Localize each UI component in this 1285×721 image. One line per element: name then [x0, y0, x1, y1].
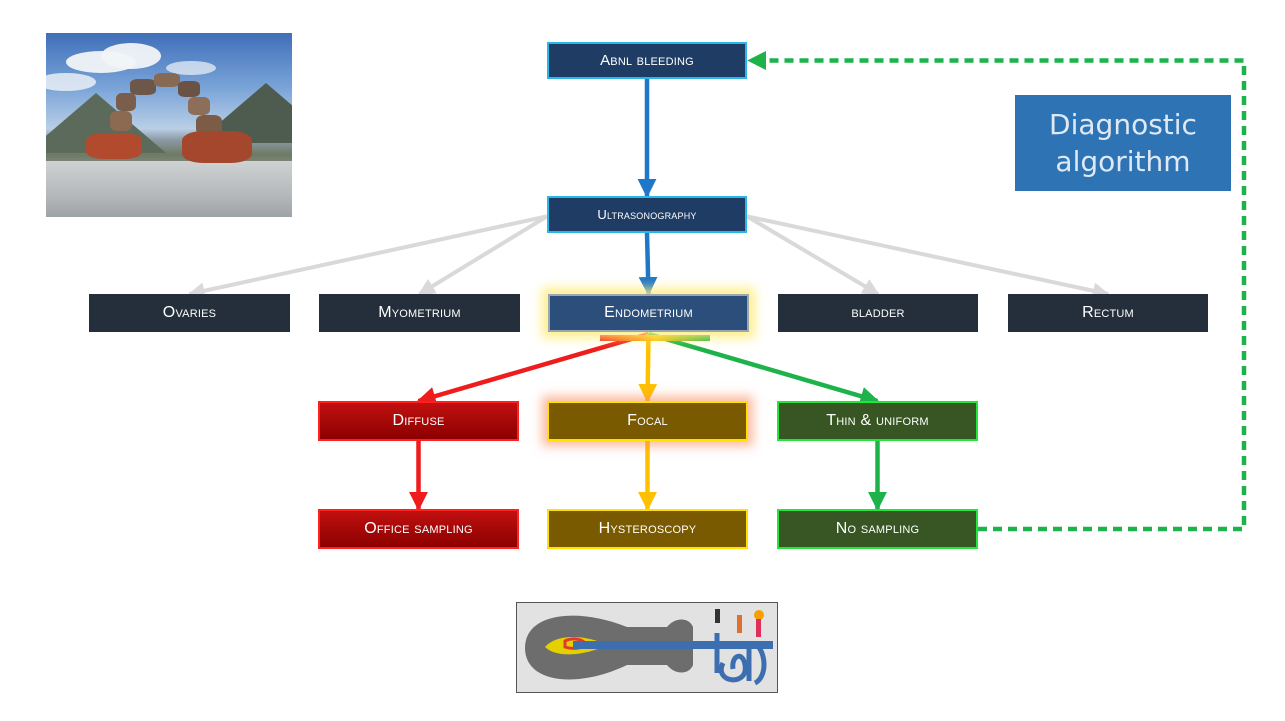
endometrium-node: Endometrium [548, 294, 749, 332]
bladder-label: bladder [851, 304, 905, 321]
ultrasonography-label: Ultrasonography [597, 207, 697, 222]
office-sampling-node: Office sampling [318, 509, 519, 549]
endometrium-label: Endometrium [604, 304, 693, 321]
edge-ultrasonography-to-endometrium [638, 232, 658, 296]
bladder-node: bladder [778, 294, 978, 332]
diagram-title: Diagnostic algorithm [1015, 95, 1231, 191]
abnl-bleeding-node: Abnl bleeding [547, 42, 747, 79]
myometrium-label: Myometrium [378, 304, 461, 321]
rectum-node: Rectum [1008, 294, 1208, 332]
focal-label: Focal [627, 412, 668, 429]
edge-no-sampling-to-abnl-bleeding [747, 51, 1247, 532]
no-sampling-node: No sampling [777, 509, 978, 549]
diffuse-label: Diffuse [392, 412, 445, 429]
myometrium-node: Myometrium [319, 294, 520, 332]
stone-arch-photo [46, 33, 292, 217]
thin-uniform-label: Thin & uniform [826, 412, 929, 429]
endometrium-gradient-bar [600, 335, 710, 341]
ovaries-label: Ovaries [162, 304, 217, 321]
hysteroscopy-node: Hysteroscopy [547, 509, 748, 549]
hysteroscopy-label: Hysteroscopy [598, 520, 697, 537]
edge-ultrasonography-to-myometrium [418, 214, 549, 296]
schematic-drawing [525, 609, 773, 686]
no-sampling-label: No sampling [835, 520, 920, 537]
edge-endometrium-to-diffuse [416, 331, 650, 406]
edge-ultrasonography-to-ovaries [187, 214, 548, 299]
office-sampling-label: Office sampling [364, 520, 473, 537]
diagram-title-text: Diagnostic algorithm [1049, 108, 1197, 178]
abnl-bleeding-label: Abnl bleeding [600, 52, 694, 69]
hysteroscopy-schematic [516, 602, 778, 693]
edge-ultrasonography-to-bladder [745, 214, 880, 296]
ultrasonography-node: Ultrasonography [547, 196, 747, 233]
ovaries-node: Ovaries [89, 294, 290, 332]
edge-ultrasonography-to-rectum [746, 214, 1110, 300]
thin-uniform-node: Thin & uniform [777, 401, 978, 441]
edge-endometrium-to-focal [638, 333, 658, 403]
focal-node: Focal [547, 401, 748, 441]
edge-endometrium-to-thin-uniform [647, 331, 880, 406]
rectum-label: Rectum [1082, 304, 1134, 321]
diffuse-node: Diffuse [318, 401, 519, 441]
